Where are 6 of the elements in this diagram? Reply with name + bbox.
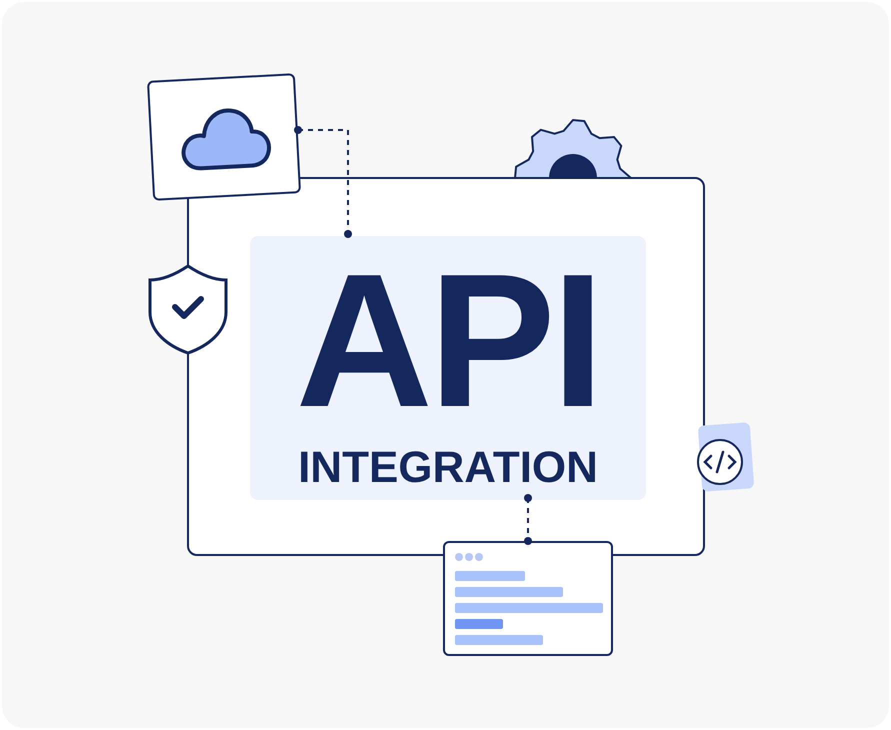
- subheading: INTEGRATION: [298, 446, 598, 490]
- connector: [524, 494, 532, 545]
- text-panel: [250, 236, 646, 500]
- heading: API: [296, 246, 600, 436]
- connector: [294, 126, 352, 238]
- main-panel: [187, 177, 705, 556]
